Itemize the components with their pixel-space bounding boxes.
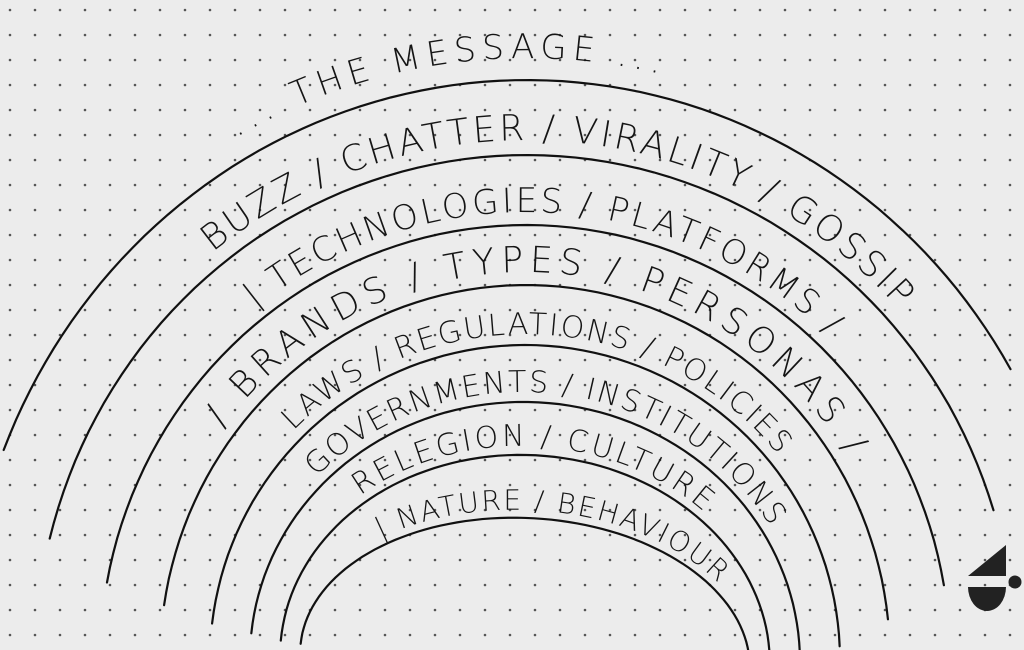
arc-line-6 xyxy=(250,400,802,650)
arc-line-3 xyxy=(105,223,945,587)
arc-line-8 xyxy=(299,516,751,650)
triangle-semicircle-dot-logo xyxy=(968,545,1022,611)
arc-line-7 xyxy=(279,453,772,650)
arc-layers xyxy=(2,79,1012,650)
arc-line-5 xyxy=(210,343,841,648)
arc-line-4 xyxy=(162,284,890,621)
arc-line-1 xyxy=(2,79,1012,452)
arc-line-2 xyxy=(48,153,995,540)
